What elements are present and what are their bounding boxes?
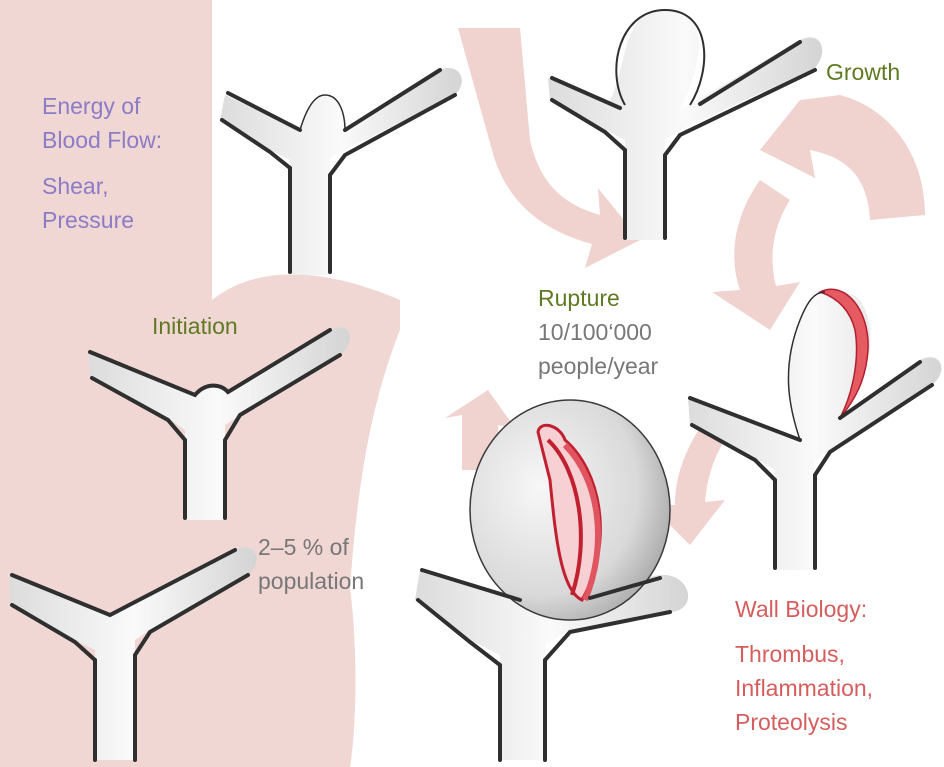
thrombus-label: Thrombus, bbox=[735, 640, 845, 668]
initiation-label: Initiation bbox=[152, 312, 238, 340]
energy-label-line1: Energy of bbox=[42, 92, 140, 120]
prevalence-label-line1: 2–5 % of bbox=[258, 533, 349, 561]
shear-label: Shear, bbox=[42, 172, 109, 200]
wall-biology-label: Wall Biology: bbox=[735, 595, 867, 623]
rupture-label: Rupture bbox=[538, 284, 620, 312]
energy-label-line2: Blood Flow: bbox=[42, 126, 162, 154]
arrow-growth-to-rupture bbox=[458, 28, 640, 268]
vessel-bifurcation-wall-biology bbox=[688, 289, 941, 570]
vessel-bifurcation-top bbox=[220, 68, 462, 275]
prevalence-label-line2: population bbox=[258, 567, 364, 595]
rupture-unit-label: people/year bbox=[538, 352, 658, 380]
rupture-rate-label: 10/100‘000 bbox=[538, 318, 652, 346]
growth-label: Growth bbox=[826, 58, 900, 86]
inflammation-label: Inflammation, bbox=[735, 674, 873, 702]
arrow-to-rupture-center bbox=[712, 180, 800, 330]
proteolysis-label: Proteolysis bbox=[735, 708, 847, 736]
vessel-bifurcation-thrombus bbox=[415, 400, 688, 760]
pressure-label: Pressure bbox=[42, 206, 134, 234]
